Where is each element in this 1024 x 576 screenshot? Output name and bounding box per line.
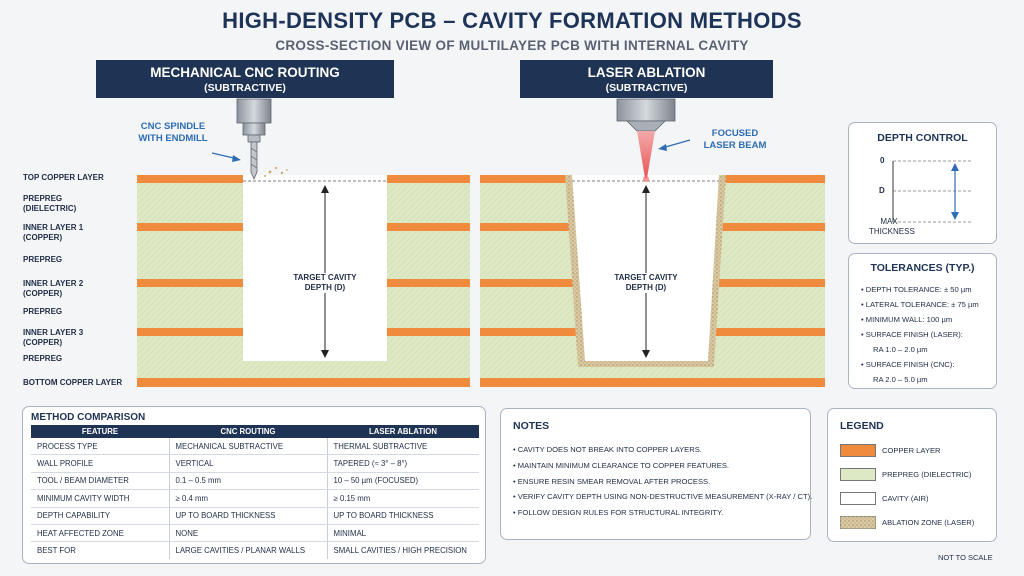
legend-label-copper: COPPER LAYER	[882, 446, 941, 455]
layer-label-inner-1: INNER LAYER 1(COPPER)	[23, 223, 84, 242]
cnc-tool-callout-line1: CNC SPINDLE	[140, 121, 206, 132]
method-comparison-panel: METHOD COMPARISON FEATURE CNC ROUTING LA…	[22, 406, 486, 564]
laser-beam	[637, 131, 655, 178]
tolerance-item: • MINIMUM WALL: 100 µm	[861, 315, 953, 324]
page-title: HIGH-DENSITY PCB – CAVITY FORMATION METH…	[222, 8, 802, 33]
legend-title: LEGEND	[840, 420, 884, 432]
notes-panel: NOTES • CAVITY DOES NOT BREAK INTO COPPE…	[500, 408, 812, 540]
note-item: • CAVITY DOES NOT BREAK INTO COPPER LAYE…	[513, 445, 702, 454]
laser-head-icon	[616, 98, 691, 182]
table-header-laser: LASER ABLATION	[327, 425, 479, 438]
cnc-method-title: MECHANICAL CNC ROUTING	[150, 65, 340, 80]
legend-label-cavity: CAVITY (AIR)	[882, 494, 929, 503]
cnc-cavity	[243, 175, 387, 361]
page-subtitle: CROSS-SECTION VIEW OF MULTILAYER PCB WIT…	[275, 38, 749, 53]
layer-label-inner-2: INNER LAYER 2(COPPER)	[23, 279, 84, 298]
tolerances-title: TOLERANCES (TYP.)	[870, 262, 975, 274]
depth-mark-d: D	[879, 186, 885, 195]
layer-label-prepreg-2: PREPREG	[23, 255, 63, 264]
legend-panel: LEGEND COPPER LAYER PREPREG (DIELECTRIC)…	[827, 408, 997, 542]
layer-label-top-copper: TOP COPPER LAYER	[23, 173, 104, 182]
cnc-tool-callout: CNC SPINDLE WITH ENDMILL	[118, 121, 228, 145]
tolerance-item: • SURFACE FINISH (LASER):	[861, 330, 963, 339]
tolerance-item-cont: RA 1.0 – 2.0 µm	[873, 345, 928, 354]
depth-control-graphic	[892, 160, 973, 223]
table-row: MINIMUM CAVITY WIDTH≥ 0.4 mm≥ 0.15 mm	[31, 489, 479, 508]
tolerance-item: • LATERAL TOLERANCE: ± 75 µm	[861, 300, 979, 309]
legend-label-prepreg: PREPREG (DIELECTRIC)	[882, 470, 972, 479]
depth-control-title: DEPTH CONTROL	[877, 132, 968, 144]
legend-swatch-cavity	[840, 492, 876, 505]
note-item: • FOLLOW DESIGN RULES FOR STRUCTURAL INT…	[513, 508, 724, 518]
laser-method-title: LASER ABLATION	[587, 65, 706, 80]
laser-tool-callout-line2: LASER BEAM	[703, 140, 767, 151]
table-header-cnc: CNC ROUTING	[169, 425, 327, 438]
method-comparison-title: METHOD COMPARISON	[31, 412, 146, 423]
table-header-row: FEATURE CNC ROUTING LASER ABLATION	[31, 425, 479, 438]
tolerance-item-cont: RA 2.0 – 5.0 µm	[873, 375, 928, 384]
legend-swatch-copper	[840, 444, 876, 457]
note-item: • MAINTAIN MINIMUM CLEARANCE TO COPPER F…	[513, 460, 730, 470]
legend-label-ablation: ABLATION ZONE (LASER)	[882, 518, 975, 527]
laser-bottom-copper	[480, 378, 825, 387]
legend-swatch-ablation	[840, 516, 876, 529]
tolerance-item: • DEPTH TOLERANCE: ± 50 µm	[861, 285, 972, 294]
method-comparison-table: FEATURE CNC ROUTING LASER ABLATION PROCE…	[31, 425, 479, 559]
cnc-bottom-copper	[137, 378, 470, 387]
note-item: • ENSURE RESIN SMEAR REMOVAL AFTER PROCE…	[513, 476, 711, 486]
laser-tool-callout-line1: FOCUSED	[711, 128, 759, 139]
note-item: • VERIFY CAVITY DEPTH USING NON-DESTRUCT…	[513, 492, 813, 502]
cnc-method-subtitle: (SUBTRACTIVE)	[204, 82, 286, 94]
tolerances-list: • DEPTH TOLERANCE: ± 50 µm • LATERAL TOL…	[861, 282, 979, 387]
layer-label-inner-3: INNER LAYER 3(COPPER)	[23, 328, 84, 347]
layer-label-bottom-copper: BOTTOM COPPER LAYER	[23, 378, 123, 387]
depth-mark-zero: 0	[880, 156, 885, 165]
laser-tool-callout: FOCUSED LASER BEAM	[690, 128, 780, 152]
not-to-scale-note: NOT TO SCALE	[938, 553, 993, 562]
layer-label-prepreg-4: PREPREG	[23, 354, 63, 363]
table-header-feature: FEATURE	[31, 425, 169, 438]
cnc-tool-callout-line2: WITH ENDMILL	[138, 133, 208, 144]
tolerance-item: • SURFACE FINISH (CNC):	[861, 360, 955, 369]
layer-label-prepreg-3: PREPREG	[23, 307, 63, 316]
legend-swatch-prepreg	[840, 468, 876, 481]
notes-title: NOTES	[513, 420, 550, 432]
tolerances-panel: TOLERANCES (TYP.) • DEPTH TOLERANCE: ± 5…	[848, 253, 997, 389]
cnc-method-banner: MECHANICAL CNC ROUTING (SUBTRACTIVE)	[96, 60, 394, 98]
layer-label-prepreg-1: PREPREG(DIELECTRIC)	[23, 194, 77, 213]
laser-method-subtitle: (SUBTRACTIVE)	[605, 82, 688, 94]
laser-method-banner: LASER ABLATION (SUBTRACTIVE)	[520, 60, 773, 98]
cnc-spindle-icon	[211, 98, 288, 181]
notes-list: • CAVITY DOES NOT BREAK INTO COPPER LAYE…	[513, 442, 812, 521]
